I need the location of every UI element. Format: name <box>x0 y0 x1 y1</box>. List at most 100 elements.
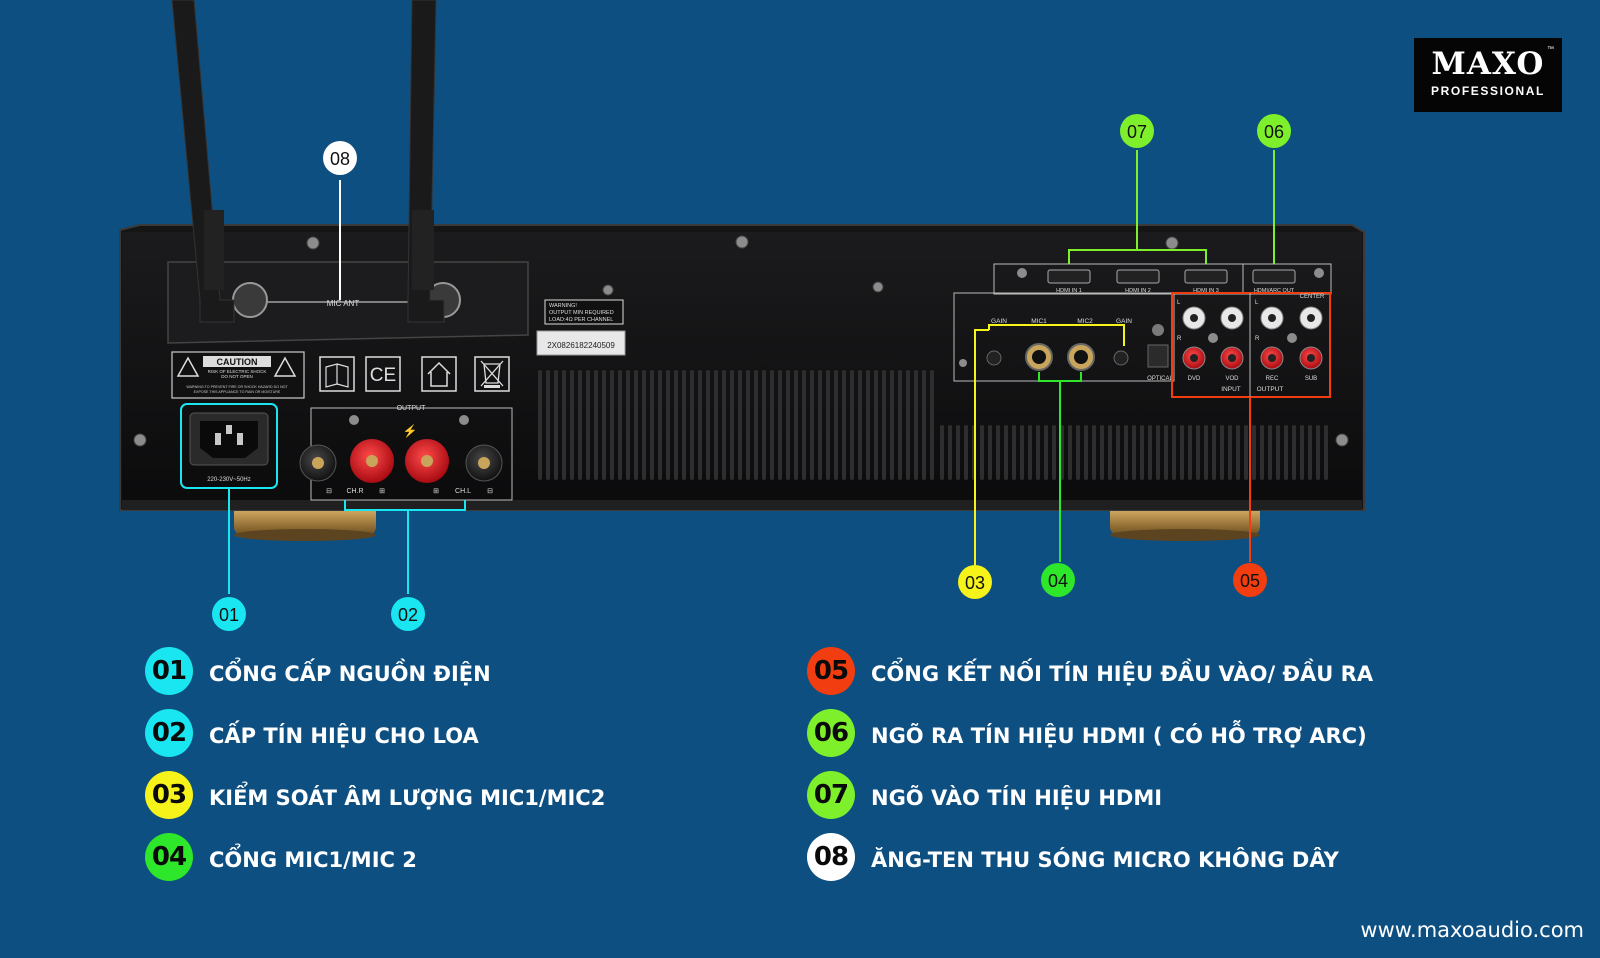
legend-text-02: CẤP TÍN HIỆU CHO LOA <box>209 724 479 748</box>
vent-slot <box>1156 425 1160 480</box>
gain-left-label: GAIN <box>991 318 1007 325</box>
vent-slot <box>546 370 550 480</box>
ch-r-label: CH.R <box>346 488 363 495</box>
antenna-right <box>407 0 445 323</box>
vent-slot <box>698 370 702 480</box>
vent-slot <box>1092 425 1096 480</box>
vent-slot <box>1244 425 1248 480</box>
legend-item-06: 06 NGÕ RA TÍN HIỆU HDMI ( CÓ HỖ TRỢ ARC) <box>807 709 1447 759</box>
mic2-label: MIC2 <box>1077 318 1093 325</box>
vent-slot <box>1172 425 1176 480</box>
vent-slot <box>1252 425 1256 480</box>
sub-label: SUB <box>1305 376 1317 382</box>
vent-slot <box>940 425 944 480</box>
callout-05: 05 <box>1233 563 1267 597</box>
legend-badge-01: 01 <box>145 647 193 695</box>
hdmi-panel: HDMI IN 1 HDMI IN 2 HDMI IN 3 HDMI/ARC O… <box>993 263 1332 295</box>
vent-slot <box>1004 425 1008 480</box>
manual-icon <box>319 356 355 392</box>
vent-slot <box>794 370 798 480</box>
svg-text:⊟: ⊟ <box>487 488 493 495</box>
vent-grille <box>538 370 1328 480</box>
vent-slot <box>1164 425 1168 480</box>
warning-sticker: WARNING! OUTPUT MIN REQUIRED LOAD:4Ω PER… <box>544 299 624 325</box>
vent-slot <box>1316 425 1320 480</box>
vent-slot <box>802 370 806 480</box>
website-url[interactable]: www.maxoaudio.com <box>1360 918 1584 942</box>
maxo-logo: MAXO ™ PROFESSIONAL <box>1414 38 1562 112</box>
caution-sub1: RISK OF ELECTRIC SHOCK <box>208 369 267 374</box>
vent-slot <box>1212 425 1216 480</box>
rec-label: REC <box>1266 376 1279 382</box>
vent-slot <box>810 370 814 480</box>
legend-item-07: 07 NGÕ VÀO TÍN HIỆU HDMI <box>807 771 1447 821</box>
hdmi-in1-label: HDMI IN 1 <box>1056 288 1082 294</box>
vent-slot <box>554 370 558 480</box>
center-label: CENTER <box>1300 294 1325 300</box>
mic-ant-label: MIC ANT <box>327 299 360 308</box>
hdmi-in2-label: HDMI IN 2 <box>1125 288 1151 294</box>
vent-slot <box>890 370 894 480</box>
leader-03 <box>974 324 1125 565</box>
vent-slot <box>754 370 758 480</box>
callout-01-num: 01 <box>219 605 239 625</box>
power-inlet: 220-230V~50Hz <box>180 403 278 489</box>
vent-slot <box>658 370 662 480</box>
vent-slot <box>1236 425 1240 480</box>
vent-slot <box>996 425 1000 480</box>
vent-slot <box>674 370 678 480</box>
hdmi-in3-label: HDMI IN 3 <box>1193 288 1219 294</box>
weee-bin-icon <box>474 356 510 392</box>
dvd-label: DVD <box>1188 376 1201 382</box>
legend-badge-03: 03 <box>145 771 193 819</box>
antenna-left <box>171 0 235 323</box>
vent-slot <box>1068 425 1072 480</box>
caution-sub2: DO NOT OPEN <box>221 374 252 379</box>
vent-slot <box>858 370 862 480</box>
vent-slot <box>964 425 968 480</box>
callout-05-num: 05 <box>1240 571 1260 591</box>
vent-slot <box>906 370 910 480</box>
warning-line3: LOAD:4Ω PER CHANNEL <box>549 317 613 323</box>
legend-item-02: 02 CẤP TÍN HIỆU CHO LOA <box>145 709 785 759</box>
callout-04-num: 04 <box>1048 571 1068 591</box>
legend-item-05: 05 CỔNG KẾT NỐI TÍN HIỆU ĐẦU VÀO/ ĐẦU RA <box>807 647 1447 697</box>
vent-slot <box>786 370 790 480</box>
vent-slot <box>1100 425 1104 480</box>
vent-slot <box>730 370 734 480</box>
optical-label: OPTICAL <box>1147 376 1173 382</box>
callout-06-num: 06 <box>1264 122 1284 142</box>
input-label: INPUT <box>1221 386 1241 393</box>
legend-text-08: ĂNG-TEN THU SÓNG MICRO KHÔNG DÂY <box>871 848 1339 872</box>
legend-badge-05: 05 <box>807 647 855 695</box>
leader-02 <box>344 500 466 594</box>
vent-slot <box>562 370 566 480</box>
power-rating-label: 220-230V~50Hz <box>207 477 251 483</box>
callout-04: 04 <box>1041 563 1075 597</box>
vent-slot <box>602 370 606 480</box>
legend-item-04: 04 CỔNG MIC1/MIC 2 <box>145 833 785 883</box>
vent-slot <box>914 370 918 480</box>
vent-slot <box>578 370 582 480</box>
vent-slot <box>1012 425 1016 480</box>
vent-slot <box>1116 425 1120 480</box>
vent-slot <box>690 370 694 480</box>
leader-lines <box>228 150 1275 594</box>
vent-slot <box>1300 425 1304 480</box>
vent-slot <box>1188 425 1192 480</box>
logo-subtitle: PROFESSIONAL <box>1431 84 1545 98</box>
vent-slot <box>1260 425 1264 480</box>
vent-slot <box>682 370 686 480</box>
vent-slot <box>882 370 886 480</box>
gain-right-label: GAIN <box>1116 318 1132 325</box>
vent-slot <box>1020 425 1024 480</box>
legend-badge-08: 08 <box>807 833 855 881</box>
legend-text-01: CỔNG CẤP NGUỒN ĐIỆN <box>209 662 491 686</box>
legend-text-03: KIỂM SOÁT ÂM LƯỢNG MIC1/MIC2 <box>209 786 606 810</box>
legend-text-06: NGÕ RA TÍN HIỆU HDMI ( CÓ HỖ TRỢ ARC) <box>871 724 1367 748</box>
vent-slot <box>930 370 934 480</box>
output-label: OUTPUT <box>397 405 427 412</box>
vent-slot <box>570 370 574 480</box>
vent-slot <box>1076 425 1080 480</box>
